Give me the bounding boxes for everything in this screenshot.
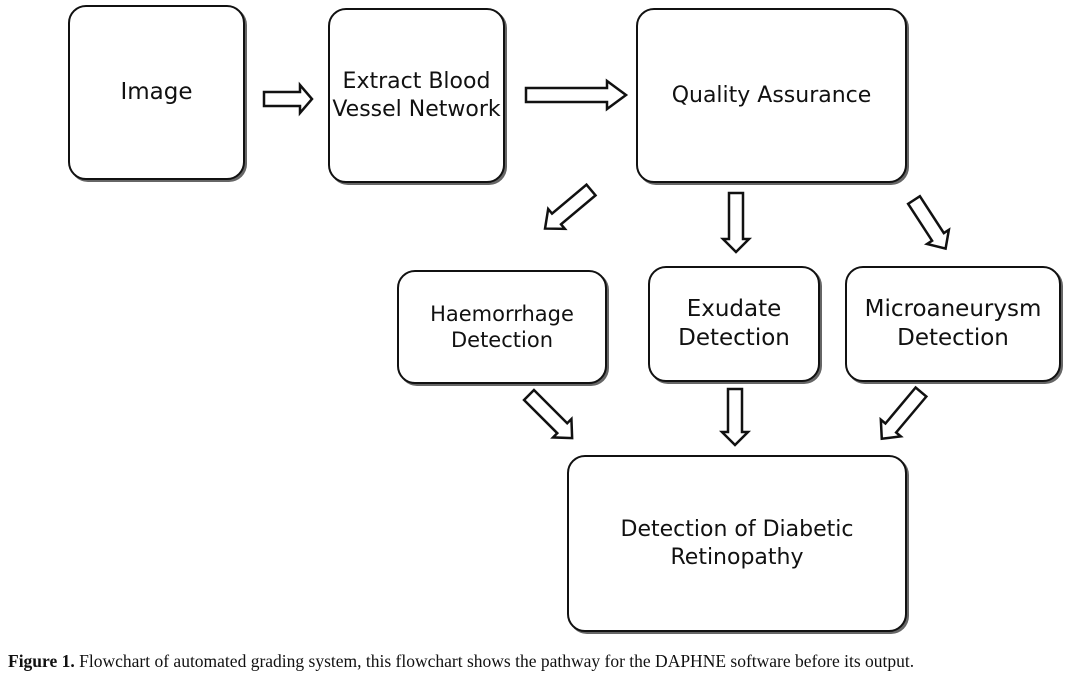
node-image: Image: [68, 5, 245, 180]
node-microaneurysm-detection: Microaneurysm Detection: [845, 266, 1061, 382]
node-detection-of-diabetic-retinopathy: Detection of Diabetic Retinopathy: [567, 455, 907, 632]
node-haemorrhage-detection: Haemorrhage Detection: [397, 270, 607, 384]
node-quality-assurance: Quality Assurance: [636, 8, 907, 183]
arrow-image-to-extract: [262, 81, 314, 117]
figure-caption: Figure 1. Flowchart of automated grading…: [8, 651, 1063, 672]
arrow-quality-to-microaneurysm: [906, 194, 951, 251]
node-extract-blood-vessel-network: Extract Blood Vessel Network: [328, 8, 505, 183]
node-exudate-detection: Exudate Detection: [648, 266, 820, 382]
arrow-quality-to-haemorrhage: [543, 182, 598, 231]
arrow-haemorrhage-to-diabetic: [522, 388, 574, 440]
arrow-exudate-to-diabetic: [718, 387, 752, 447]
figure-caption-text: Flowchart of automated grading system, t…: [74, 651, 915, 671]
figure-caption-label: Figure 1.: [8, 651, 75, 671]
arrow-extract-to-quality: [524, 78, 629, 112]
arrow-quality-to-exudate: [719, 191, 753, 254]
arrow-microaneurysm-to-diabetic: [879, 385, 929, 441]
